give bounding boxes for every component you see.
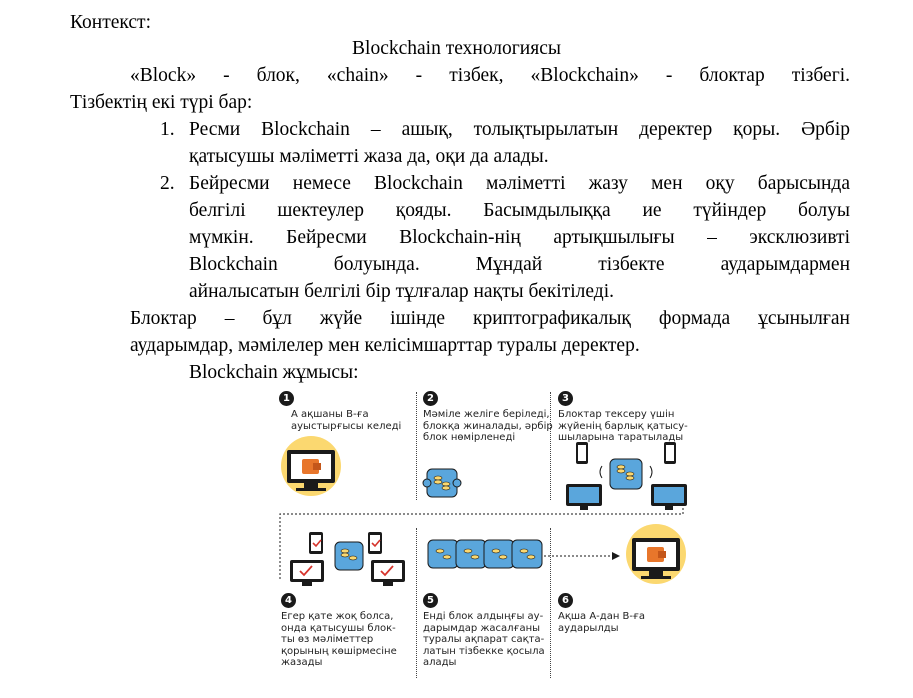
intro-line-1: «Block» - блок, «chain» - тізбек, «Block… (130, 65, 850, 86)
step-badge-6: 6 (558, 593, 573, 608)
step4-verify-icon (290, 532, 405, 586)
blocks-line-2: аударымдар, мәмілелер мен келісімшарттар… (130, 335, 640, 356)
step-1-caption: А ақшаны В-ға ауыстырғысы келеді (291, 409, 402, 432)
step-5-caption: Енді блок алдыңғы ау- дарымдар жасалғаны… (423, 611, 545, 668)
step-badge-1: 1 (279, 391, 294, 406)
step-2-caption: Мәміле желіге беріледі, блокқа жиналады,… (423, 409, 553, 443)
blocks-line-1: Блоктар – бұл жүйе ішінде криптографикал… (130, 308, 850, 329)
step-badge-3: 3 (558, 391, 573, 406)
step3-distribution-icon (566, 442, 687, 510)
step1-monitor-icon (281, 436, 341, 496)
list-2-line-3: мүмкін. Бейресми Blockchain-нің артықшыл… (189, 227, 850, 248)
intro-line-2: Тізбектің екі түрі бар: (70, 92, 253, 113)
list-1-line-1: Ресми Blockchain – ашық, толықтырылатын … (189, 119, 850, 140)
connector-path (279, 500, 684, 580)
step6-monitor-icon (544, 524, 686, 584)
separator (416, 528, 417, 678)
step-badge-5: 5 (423, 593, 438, 608)
step5-chain-icon (427, 539, 543, 569)
separator (416, 392, 417, 500)
separator (550, 392, 551, 500)
doc-title: Blockchain технологиясы (352, 38, 561, 59)
step2-block-icon (422, 468, 462, 498)
step-badge-2: 2 (423, 391, 438, 406)
list-2-line-1: Бейресми немесе Blockchain мәліметті жаз… (189, 173, 850, 194)
list-2-line-2: белгілі шектеулер қояды. Басымдылыққа ие… (189, 200, 850, 221)
step-badge-4: 4 (281, 593, 296, 608)
list-2-line-5: айналысатын белгілі бір тұлғалар нақты б… (189, 281, 615, 302)
step-6-caption: Ақша А-дан В-ға аударылды (558, 611, 646, 634)
list-number-1: 1. (160, 119, 175, 140)
work-title: Blockchain жұмысы: (189, 362, 359, 383)
separator (550, 528, 551, 678)
list-1-line-2: қатысушы мәліметті жаза да, оқи да алады… (189, 146, 549, 167)
step-4-caption: Егер қате жоқ болса, онда қатысушы блок-… (281, 611, 397, 668)
list-number-2: 2. (160, 173, 175, 194)
list-2-line-4: Blockchain болуында. Мұндай тізбекте ауд… (189, 254, 850, 275)
step-3-caption: Блоктар тексеру үшін жүйенің барлық қаты… (558, 409, 688, 443)
context-label: Контекст: (70, 12, 151, 33)
